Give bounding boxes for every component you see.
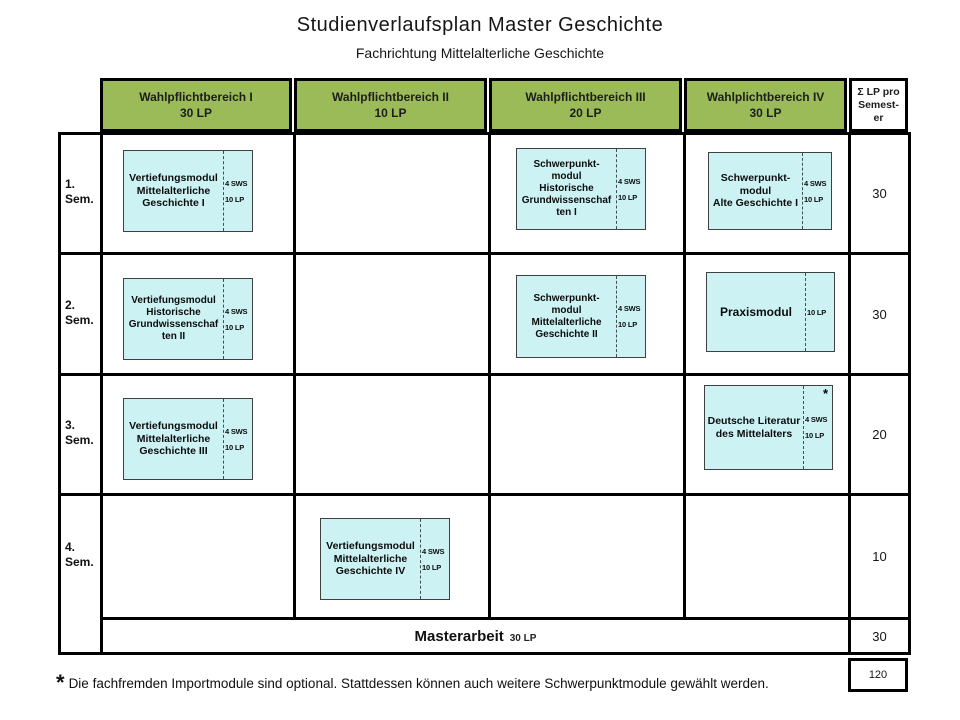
module-sws: 4 SWS xyxy=(225,306,248,316)
module-sws: 4 SWS xyxy=(804,178,827,188)
total-lp-box: 120 xyxy=(848,658,908,692)
page-title: Studienverlaufsplan Master Geschichte xyxy=(296,14,664,36)
grid-cell xyxy=(683,493,851,620)
masterarbeit-row: Masterarbeit 30 LP xyxy=(100,617,851,655)
module-sws: 4 SWS xyxy=(805,415,828,424)
module-credits: 4 SWS 10 LP xyxy=(223,399,252,479)
module-vertiefung-mittelalterliche-4: Vertiefungsmodul Mittelalterliche Geschi… xyxy=(320,518,450,600)
semester-label-4: 4. Sem. xyxy=(65,540,94,569)
module-title: Vertiefungsmodul Mittelalterliche Geschi… xyxy=(129,172,218,210)
semester-label-2: 2. Sem. xyxy=(65,297,94,327)
module-credits: 4 SWS 10 LP xyxy=(223,279,252,359)
header-sum-lp: Σ LP pro Semest- er xyxy=(849,78,908,132)
module-lp: 10 LP xyxy=(618,192,638,202)
footnote: *Die fachfremden Importmodule sind optio… xyxy=(56,670,846,696)
semester-label-1: 1. Sem. xyxy=(65,177,94,206)
module-vertiefung-mittelalterliche-3: Vertiefungsmodul Mittelalterliche Geschi… xyxy=(123,398,253,480)
module-title: Vertiefungsmodul Mittelalterliche Geschi… xyxy=(326,540,415,578)
grid-cell xyxy=(488,373,686,496)
module-credits: 4 SWS 10 LP xyxy=(802,153,831,229)
module-title: Schwerpunkt- modul Alte Geschichte I xyxy=(712,172,799,210)
module-credits: * 4 SWS 10 LP xyxy=(803,386,832,469)
module-deutsche-literatur: Deutsche Literatur des Mittelalters * 4 … xyxy=(704,385,833,470)
module-lp: 10 LP xyxy=(804,194,824,204)
grid-cell xyxy=(293,132,491,255)
sum-row-1: 30 xyxy=(848,132,911,255)
module-praxismodul: Praxismodul 10 LP xyxy=(706,272,835,352)
sum-row-2: 30 xyxy=(848,252,911,376)
module-sws: 4 SWS xyxy=(618,176,641,186)
module-schwerpunkt-grundwissenschaften-1: Schwerpunkt- modul Historische Grundwiss… xyxy=(516,148,646,230)
module-title: Vertiefungsmodul Mittelalterliche Geschi… xyxy=(129,420,218,458)
module-vertiefung-mittelalterliche-1: Vertiefungsmodul Mittelalterliche Geschi… xyxy=(123,150,253,232)
module-vertiefung-grundwissenschaften-2: Vertiefungsmodul Historische Grundwissen… xyxy=(123,278,253,360)
grid-cell xyxy=(100,493,296,620)
header-wahlpflichtbereich-1: Wahlpflichtbereich I 30 LP xyxy=(100,78,292,132)
footnote-text: Die fachfremden Importmodule sind option… xyxy=(68,676,769,691)
module-title: Schwerpunkt- modul Historische Grundwiss… xyxy=(521,159,612,218)
semester-label-3: 3. Sem. xyxy=(65,418,94,447)
divider xyxy=(58,493,103,496)
divider xyxy=(58,373,103,376)
sum-row-4: 10 xyxy=(848,493,911,620)
module-title: Vertiefungsmodul Historische Grundwissen… xyxy=(128,295,219,342)
module-sws: 4 SWS xyxy=(225,426,248,436)
footnote-asterisk: * xyxy=(822,386,828,401)
module-credits: 10 LP xyxy=(805,273,834,351)
module-sws: 4 SWS xyxy=(225,178,248,188)
sum-masterarbeit: 30 xyxy=(848,617,911,655)
grid-cell xyxy=(293,252,491,376)
header-wahlpflichtbereich-3: Wahlpflichtbereich III 20 LP xyxy=(489,78,682,132)
module-lp: 10 LP xyxy=(807,307,827,317)
masterarbeit-title: Masterarbeit xyxy=(414,628,504,645)
module-sws: 4 SWS xyxy=(618,304,641,313)
grid-cell xyxy=(293,373,491,496)
module-lp: 10 LP xyxy=(225,194,245,204)
masterarbeit-lp: 30 LP xyxy=(509,633,537,644)
footnote-asterisk: * xyxy=(56,670,65,695)
module-credits: 4 SWS 10 LP xyxy=(420,519,449,599)
module-title: Deutsche Literatur des Mittelalters xyxy=(707,415,801,440)
module-credits: 4 SWS 10 LP xyxy=(616,149,645,229)
module-lp: 10 LP xyxy=(805,431,825,440)
page-subtitle: Fachrichtung Mittelalterliche Geschichte xyxy=(355,45,605,61)
sum-row-3: 20 xyxy=(848,373,911,496)
divider xyxy=(58,252,103,255)
module-credits: 4 SWS 10 LP xyxy=(616,276,645,357)
module-lp: 10 LP xyxy=(225,322,245,332)
module-credits: 4 SWS 10 LP xyxy=(223,151,252,231)
grid-cell xyxy=(488,493,686,620)
header-wahlpflichtbereich-4: Wahlplichtbereich IV 30 LP xyxy=(684,78,847,132)
header-wahlpflichtbereich-2: Wahlpflichtbereich II 10 LP xyxy=(294,78,487,132)
module-lp: 10 LP xyxy=(225,442,245,452)
module-lp: 10 LP xyxy=(618,320,638,329)
module-title: Schwerpunkt- modul Mittelalterliche Gesc… xyxy=(531,292,602,340)
module-schwerpunkt-mittelalterliche-2: Schwerpunkt- modul Mittelalterliche Gesc… xyxy=(516,275,646,358)
module-schwerpunkt-alte-geschichte-1: Schwerpunkt- modul Alte Geschichte I 4 S… xyxy=(708,152,832,230)
module-sws: 4 SWS xyxy=(422,546,445,556)
module-title: Praxismodul xyxy=(719,304,793,319)
module-lp: 10 LP xyxy=(422,562,442,572)
